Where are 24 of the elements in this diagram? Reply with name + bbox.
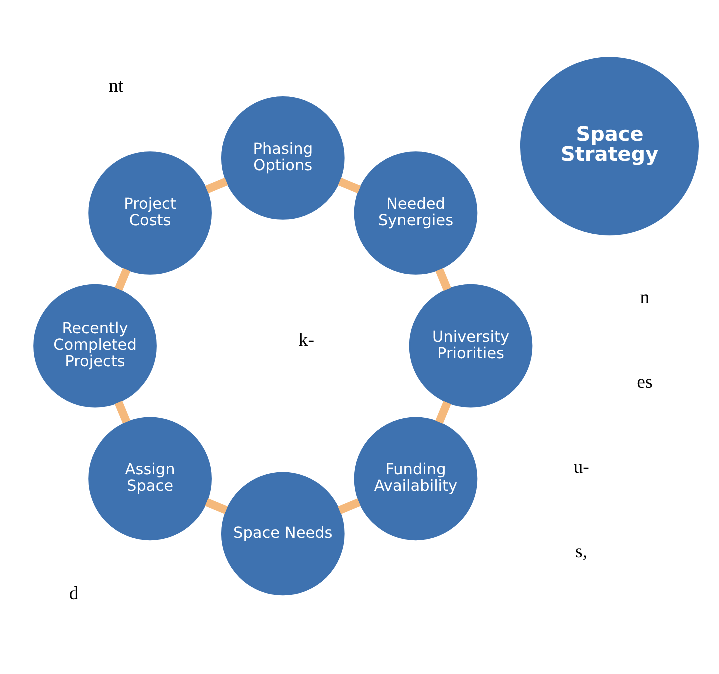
node-circle: Assign Space bbox=[88, 417, 212, 541]
node-circle: Space Needs bbox=[221, 472, 345, 596]
label: d bbox=[69, 584, 79, 605]
node-circle: Recently Completed Projects bbox=[34, 284, 157, 408]
connector bbox=[338, 498, 361, 514]
connector bbox=[436, 268, 452, 292]
connector bbox=[205, 178, 228, 194]
node-circle: Funding Availability bbox=[354, 417, 478, 541]
connector bbox=[436, 401, 452, 424]
node-circle: Needed Synergies bbox=[354, 152, 478, 275]
connector bbox=[338, 178, 362, 194]
label: u- bbox=[574, 456, 590, 478]
node-circle: Phasing Options bbox=[221, 96, 345, 220]
label: n bbox=[640, 288, 650, 309]
node-circle: Project Costs bbox=[88, 152, 212, 275]
label: k- bbox=[298, 330, 314, 351]
label: es bbox=[637, 372, 653, 394]
node-circle: Space Strategy bbox=[520, 57, 699, 236]
label: s, bbox=[576, 541, 588, 562]
connector bbox=[205, 498, 228, 514]
label: nt bbox=[109, 76, 124, 98]
connector bbox=[114, 401, 131, 424]
node-circle: University Priorities bbox=[409, 284, 533, 408]
connector bbox=[114, 268, 131, 291]
